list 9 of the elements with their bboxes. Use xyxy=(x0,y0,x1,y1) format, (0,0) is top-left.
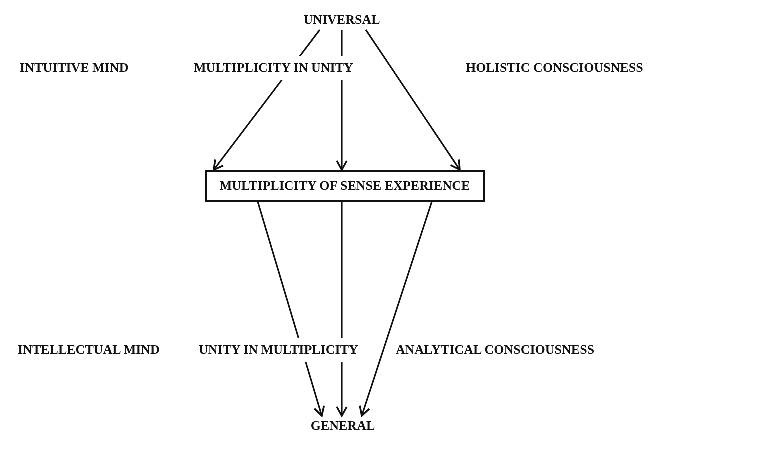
node-label: GENERAL xyxy=(306,416,380,436)
arrow xyxy=(257,202,326,417)
text-label: MULTIPLICITY IN UNITY xyxy=(194,56,354,80)
node-label: UNIVERSAL xyxy=(296,10,388,30)
arrow xyxy=(365,30,461,171)
process-box: MULTIPLICITY OF SENSE EXPERIENCE xyxy=(205,170,485,202)
arrow xyxy=(359,202,433,417)
arrow xyxy=(336,202,348,417)
text-label: UNITY IN MULTIPLICITY xyxy=(199,338,358,362)
